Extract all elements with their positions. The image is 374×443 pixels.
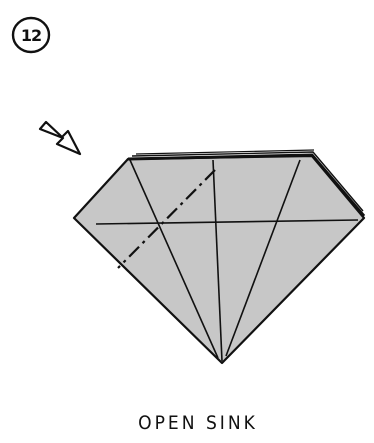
step-caption: OPEN SINK xyxy=(138,412,258,434)
model-body xyxy=(74,156,364,363)
step-number-badge: 12 xyxy=(13,18,49,52)
step-number: 12 xyxy=(21,26,41,45)
arrow-down-right-icon xyxy=(40,122,80,154)
folded-model xyxy=(74,150,364,363)
